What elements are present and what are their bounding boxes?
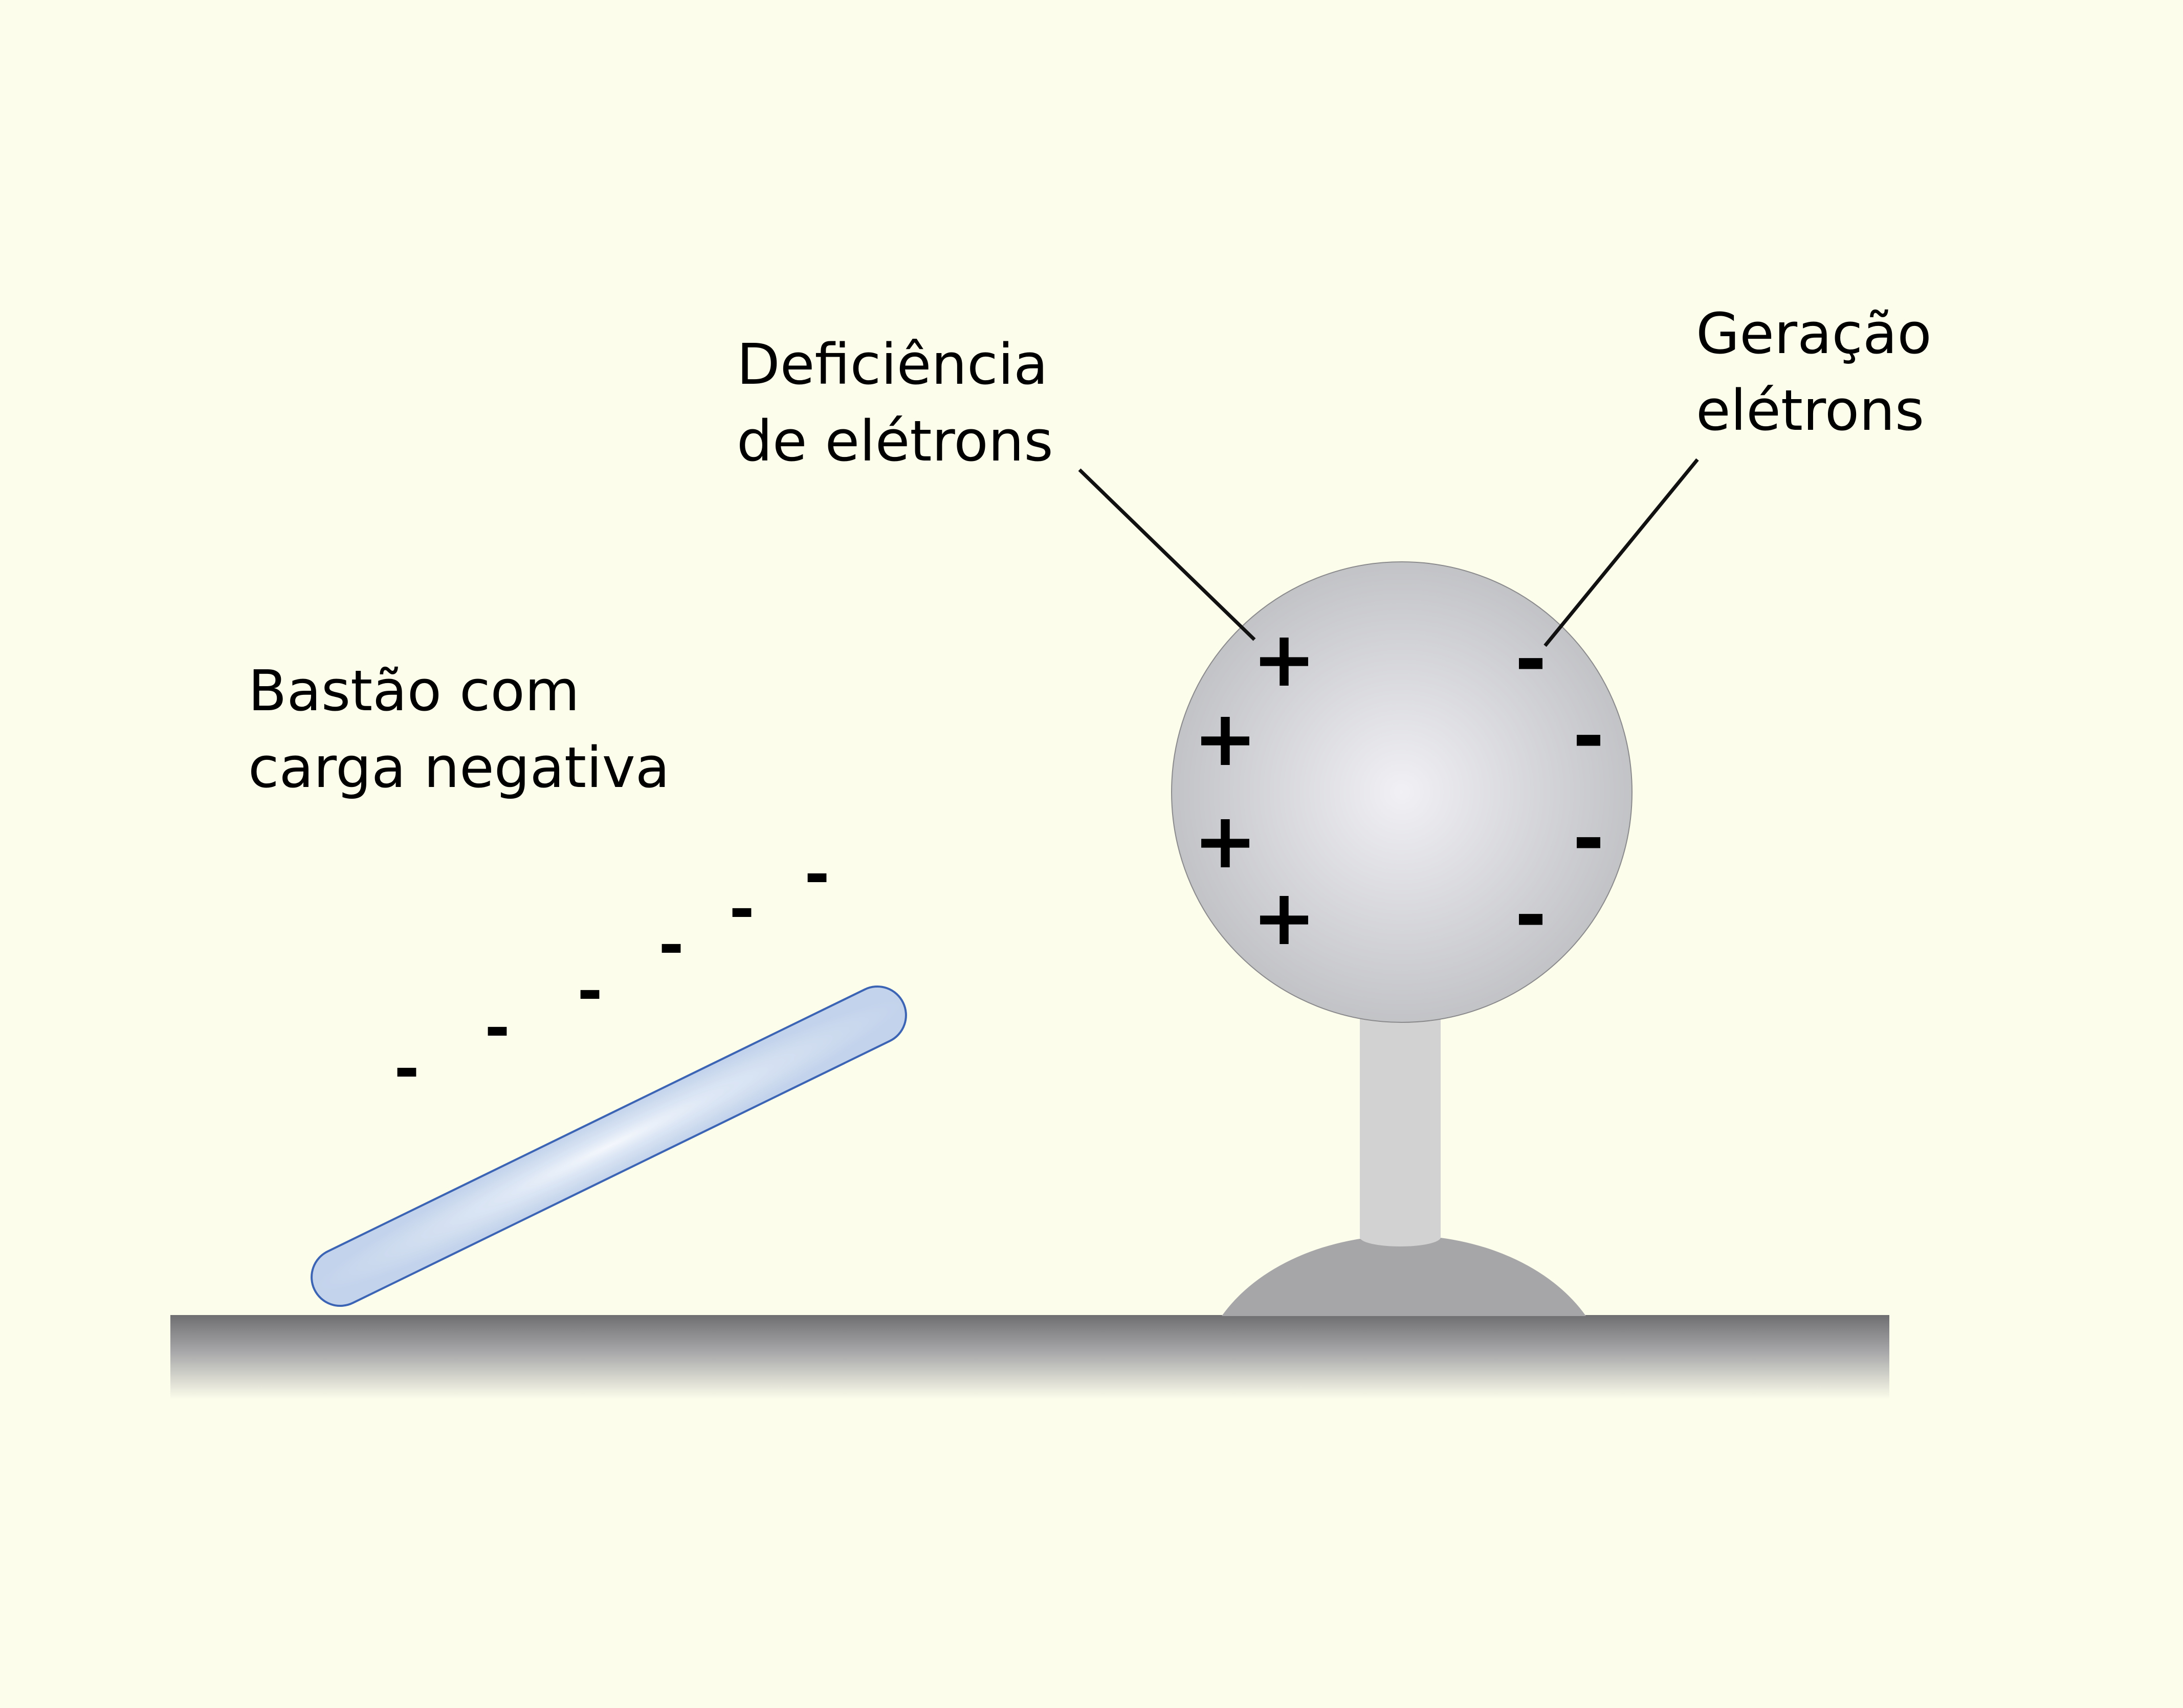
negative-charge: - (1573, 692, 1604, 781)
stand-stem (1360, 998, 1441, 1238)
negative-charge: - (1515, 615, 1547, 704)
deficiency-label-line2: de elétrons (737, 408, 1053, 474)
stand-stem-bottom (1360, 1228, 1441, 1246)
conducting-sphere (1171, 561, 1633, 1023)
rod-charge: - (658, 910, 684, 981)
rod-label: Bastão com carga negativa (248, 658, 670, 800)
positive-charge: + (1193, 797, 1258, 886)
positive-charge: + (1252, 873, 1316, 962)
rod-label-line1: Bastão com (248, 658, 580, 724)
rod-charge: - (729, 874, 755, 945)
negative-charge: - (1573, 794, 1604, 883)
positive-charge: + (1252, 615, 1316, 704)
ground-surface (170, 1315, 1889, 1399)
deficiency-label-line1: Deficiência (737, 332, 1048, 397)
sphere-positive-charges: + + + + (1193, 615, 1316, 962)
generation-label: Geração elétrons (1696, 301, 1932, 443)
rod-charge: - (484, 993, 510, 1064)
sphere-negative-charges: - - - - (1515, 615, 1604, 960)
deficiency-label: Deficiência de elétrons (737, 332, 1053, 474)
rod-label-line2: carga negativa (248, 735, 670, 800)
stand-base (1222, 1235, 1586, 1316)
positive-charge: + (1193, 694, 1258, 783)
charged-rod (311, 985, 907, 1307)
rod-charges: - - - - - - (394, 839, 830, 1105)
generation-leader-line (1543, 458, 1699, 647)
negative-charge: - (1515, 871, 1547, 960)
rod-charge: - (804, 839, 830, 910)
generation-label-line2: elétrons (1696, 378, 1924, 443)
rod-charge: - (577, 956, 603, 1027)
rod-charge: - (394, 1034, 420, 1105)
generation-label-line1: Geração (1696, 301, 1932, 366)
deficiency-leader-line (1078, 468, 1256, 641)
